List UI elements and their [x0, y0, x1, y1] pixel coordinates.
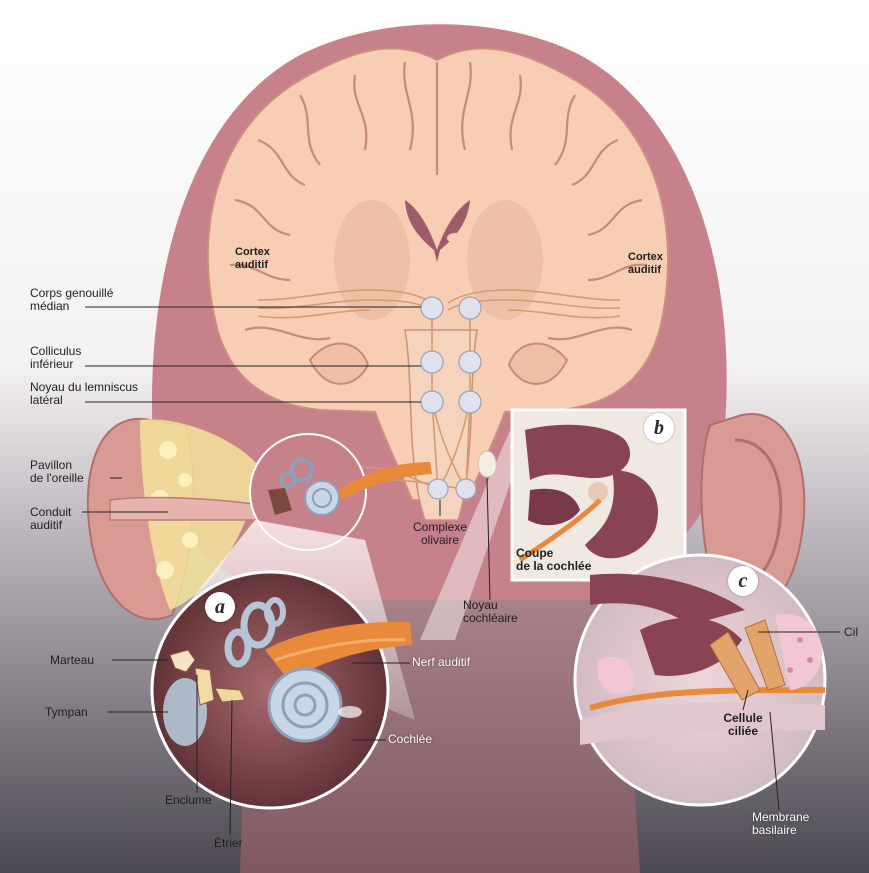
label-cellule-ciliee: Cellule ciliée [713, 712, 773, 738]
label-noyau-lemniscus: Noyau du lemniscus latéral [30, 381, 138, 407]
label-cil: Cil [844, 626, 858, 639]
label-cochlee: Cochlée [388, 733, 432, 746]
label-etrier: Étrier [214, 837, 243, 850]
label-coupe-cochlee: Coupe de la cochlée [516, 547, 591, 573]
label-nerf-auditif: Nerf auditif [412, 656, 470, 669]
label-corps-genouille: Corps genouillé médian [30, 287, 113, 313]
label-conduit: Conduit auditif [30, 506, 71, 532]
inset-a-badge: a [205, 592, 235, 622]
inset-c-badge: c [728, 566, 758, 596]
inset-b-badge: b [644, 413, 674, 443]
label-cortex-left: Cortex auditif [235, 246, 270, 272]
label-pavillon: Pavillon de l'oreille [30, 459, 84, 485]
label-enclume: Enclume [165, 794, 212, 807]
label-noyau-cochleaire: Noyau cochléaire [463, 599, 518, 625]
label-colliculus: Colliculus inférieur [30, 345, 81, 371]
label-complexe-olivaire: Complexe olivaire [410, 521, 470, 547]
label-cortex-right: Cortex auditif [628, 251, 663, 277]
label-membrane-basilaire: Membrane basilaire [752, 811, 809, 837]
label-tympan: Tympan [45, 706, 88, 719]
label-marteau: Marteau [50, 654, 94, 667]
